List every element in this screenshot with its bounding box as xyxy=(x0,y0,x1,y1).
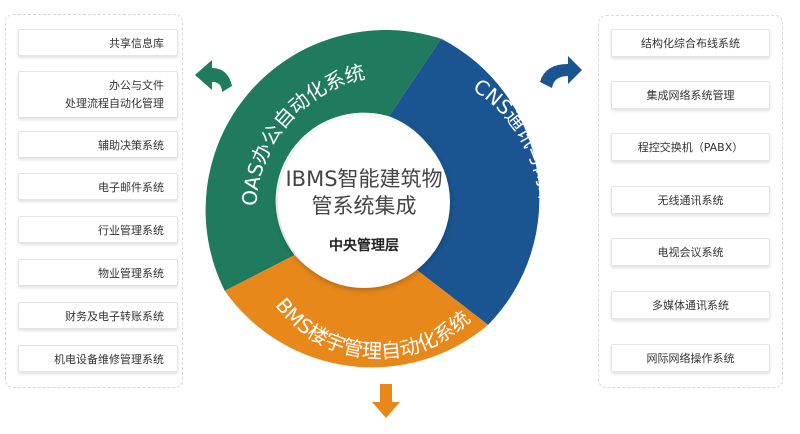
cns-segment xyxy=(388,38,540,325)
left-item-label-line1: 办公与文件 xyxy=(109,79,164,92)
left-item-label: 财务及电子转账系统 xyxy=(65,310,164,323)
left-system-panel: 共享信息库 办公与文件 处理流程自动化管理 辅助决策系统 电子邮件系统 行业管理… xyxy=(5,14,183,388)
right-item-internet-os: 网际网络操作系统 xyxy=(611,344,770,372)
right-item-label: 网际网络操作系统 xyxy=(646,352,735,365)
left-item-label: 共享信息库 xyxy=(109,37,164,50)
left-item-label: 机电设备维修管理系统 xyxy=(54,353,164,366)
right-item-label: 结构化综合布线系统 xyxy=(641,37,740,50)
right-item-video-conference: 电视会议系统 xyxy=(611,238,770,266)
oas-arrow-icon xyxy=(195,60,232,92)
oas-segment xyxy=(205,29,442,291)
left-item-industry-mgmt: 行业管理系统 xyxy=(18,216,178,243)
left-item-office-workflow: 办公与文件 处理流程自动化管理 xyxy=(18,71,178,118)
center-title-line1: IBMS智能建筑物 xyxy=(285,167,442,191)
right-item-label: 集成网络系统管理 xyxy=(646,89,735,102)
bms-arrow-icon xyxy=(372,384,400,418)
left-item-shared-library: 共享信息库 xyxy=(18,29,178,56)
left-item-property-mgmt: 物业管理系统 xyxy=(18,259,178,286)
center-disc xyxy=(278,116,450,288)
right-item-multimedia: 多媒体通讯系统 xyxy=(611,291,770,319)
center-title-line2: 管系统集成 xyxy=(312,194,417,218)
right-item-label: 无线通讯系统 xyxy=(657,194,724,207)
right-item-label: 电视会议系统 xyxy=(657,246,724,259)
left-item-label: 电子邮件系统 xyxy=(98,181,164,194)
left-item-label: 行业管理系统 xyxy=(98,224,164,237)
left-item-finance-transfer: 财务及电子转账系统 xyxy=(18,302,178,329)
bms-segment xyxy=(224,255,489,368)
left-item-label: 物业管理系统 xyxy=(98,267,164,280)
right-item-network-mgmt: 集成网络系统管理 xyxy=(611,81,770,109)
right-system-panel: 结构化综合布线系统 集成网络系统管理 程控交换机（PABX） 无线通讯系统 电视… xyxy=(598,15,783,388)
left-item-equipment-maintenance: 机电设备维修管理系统 xyxy=(18,345,178,372)
left-item-email: 电子邮件系统 xyxy=(18,173,178,200)
center-subtitle: 中央管理层 xyxy=(329,237,399,254)
left-item-label: 辅助决策系统 xyxy=(98,139,164,152)
cns-arrow-icon xyxy=(540,56,582,88)
right-item-label: 多媒体通讯系统 xyxy=(652,299,729,312)
right-item-wireless: 无线通讯系统 xyxy=(611,186,770,214)
left-item-decision-support: 辅助决策系统 xyxy=(18,131,178,158)
left-item-label-line2: 处理流程自动化管理 xyxy=(65,97,164,110)
right-item-pabx: 程控交换机（PABX） xyxy=(611,133,770,161)
right-item-label: 程控交换机（PABX） xyxy=(637,141,744,154)
right-item-structured-cabling: 结构化综合布线系统 xyxy=(611,29,770,57)
